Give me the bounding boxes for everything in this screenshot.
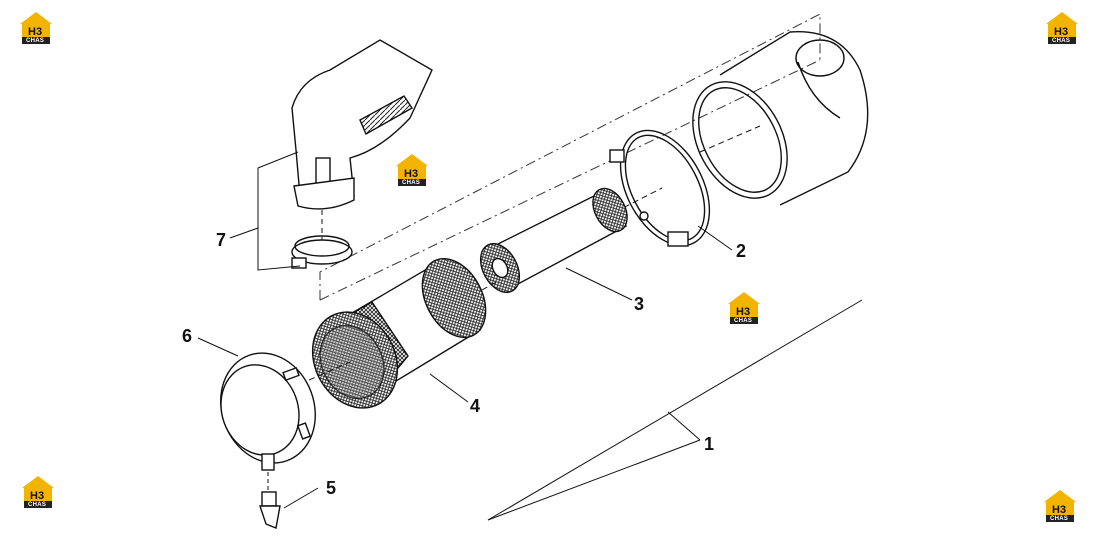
logo-brand-text: H3 <box>28 26 42 38</box>
watermark-logo: H3 CHAS <box>20 12 52 44</box>
element-axis-2 <box>481 279 501 291</box>
callouts: 1 2 3 4 5 6 7 <box>182 230 746 498</box>
group-bracket <box>257 151 301 271</box>
mounting-band <box>609 129 711 247</box>
callout-4: 4 <box>470 396 480 416</box>
hose-clamp <box>291 235 353 269</box>
logo-brand-text: H3 <box>1052 504 1066 516</box>
callout-6: 6 <box>182 326 192 346</box>
end-cover <box>220 352 316 471</box>
callout-3: 3 <box>634 294 644 314</box>
callout-5: 5 <box>326 478 336 498</box>
logo-brand-text: H3 <box>30 490 44 502</box>
housing-axis <box>699 125 761 153</box>
safety-filter-element <box>479 187 628 294</box>
watermark-logo: H3 CHAS <box>1046 12 1078 44</box>
watermark-logo: H3 CHAS <box>1044 490 1076 522</box>
callout-1: 1 <box>704 434 714 454</box>
logo-sub-text: CHAS <box>734 318 752 324</box>
logo-brand-text: H3 <box>404 168 418 180</box>
logo-brand-text: H3 <box>736 306 750 318</box>
leader-lines <box>197 225 863 521</box>
dust-valve <box>259 491 281 529</box>
assembly-axis <box>319 13 821 301</box>
primary-filter-element <box>311 257 487 409</box>
logo-sub-text: CHAS <box>26 38 44 44</box>
watermark-logo: H3 CHAS <box>396 154 428 186</box>
callout-2: 2 <box>736 241 746 261</box>
intake-hood <box>291 39 433 210</box>
element-axis <box>299 361 351 385</box>
watermark-logo: H3 CHAS <box>22 476 54 508</box>
logo-sub-text: CHAS <box>28 502 46 508</box>
logo-sub-text: CHAS <box>402 180 420 186</box>
logo-sub-text: CHAS <box>1050 516 1068 522</box>
logo-brand-text: H3 <box>1054 26 1068 38</box>
watermark-logo: H3 CHAS <box>728 292 760 324</box>
logo-sub-text: CHAS <box>1052 38 1070 44</box>
band-axis <box>614 187 663 213</box>
air-cleaner-housing <box>692 30 869 206</box>
callout-7: 7 <box>216 230 226 250</box>
